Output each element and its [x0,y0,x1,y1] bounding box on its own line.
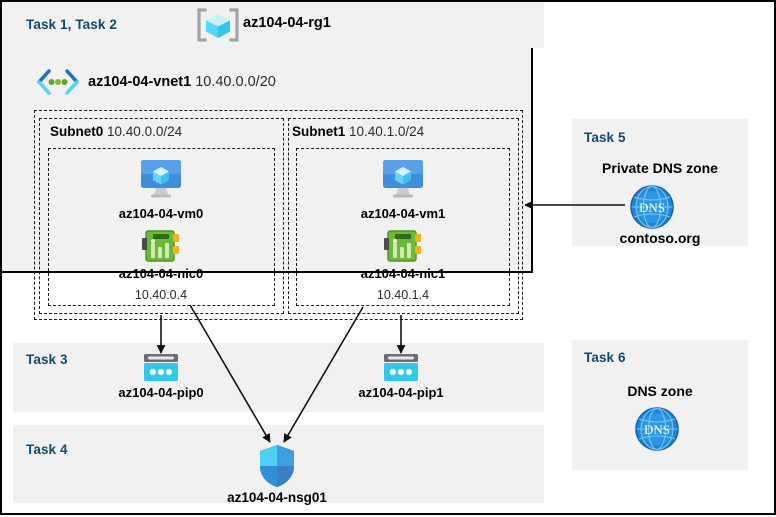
task-label-resource-group: Task 1, Task 2 [26,17,117,32]
vm-1-label: az104-04-vm1 [360,206,446,221]
resource-group-panel [13,0,544,48]
network-interface-icon [142,230,179,262]
network-security-group-icon [260,445,294,487]
nic-1-ip: 10.40.1.4 [376,288,430,302]
pip-0-label: az104-04-pip0 [118,385,204,400]
subnet-0-resources-box [48,148,275,306]
subnet-1-name: Subnet1 [292,124,346,139]
subnet-1-title: Subnet1 10.40.1.0/24 [292,124,424,139]
virtual-machine-icon [141,160,181,198]
public-ip-icon [144,354,178,381]
private-dns-name: contoso.org [619,230,701,246]
subnet-1-resources-box [296,148,510,306]
task-label-private-dns: Task 5 [584,130,626,145]
dns-zone-icon: DNS [635,407,679,451]
task-label-public-dns: Task 6 [584,350,626,365]
dns-icon-text: DNS [644,422,670,437]
dns-zone-icon: DNS [630,185,674,229]
public-ip-icon [384,354,418,381]
vnet-name: az104-04-vnet1 [88,74,192,90]
nic-1-label: az104-04-nic1 [360,266,446,281]
network-interface-icon [384,230,421,262]
pip-1-label: az104-04-pip1 [358,385,444,400]
subnet-0-box [39,118,284,314]
vnet-address-space: 10.40.0.0/20 [195,74,276,90]
virtual-machine-icon [383,160,423,198]
subnet-1-prefix: 10.40.1.0/24 [349,124,425,139]
public-ip-panel [13,343,544,412]
vm-0-label: az104-04-vm0 [118,206,204,221]
subnet-0-name: Subnet0 [50,124,104,139]
subnet-0-prefix: 10.40.0.0/24 [107,124,183,139]
private-dns-heading: Private DNS zone [602,160,718,176]
subnet-1-box [288,118,519,314]
nic-0-label: az104-04-nic0 [118,266,204,281]
subnet-0-title: Subnet0 10.40.0.0/24 [50,124,182,139]
nic-0-ip: 10.40.0.4 [134,288,188,302]
task-label-nsg: Task 4 [26,442,68,457]
vnet-title: az104-04-vnet1 10.40.0.0/20 [88,74,276,90]
public-dns-heading: DNS zone [627,383,693,399]
subnets-container [34,110,523,320]
nsg-label: az104-04-nsg01 [227,490,327,505]
resource-group-name: az104-04-rg1 [243,15,331,31]
resource-group-icon [197,8,239,42]
task-label-public-ip: Task 3 [26,352,68,367]
dns-icon-text: DNS [639,200,665,215]
virtual-network-icon [37,69,79,95]
